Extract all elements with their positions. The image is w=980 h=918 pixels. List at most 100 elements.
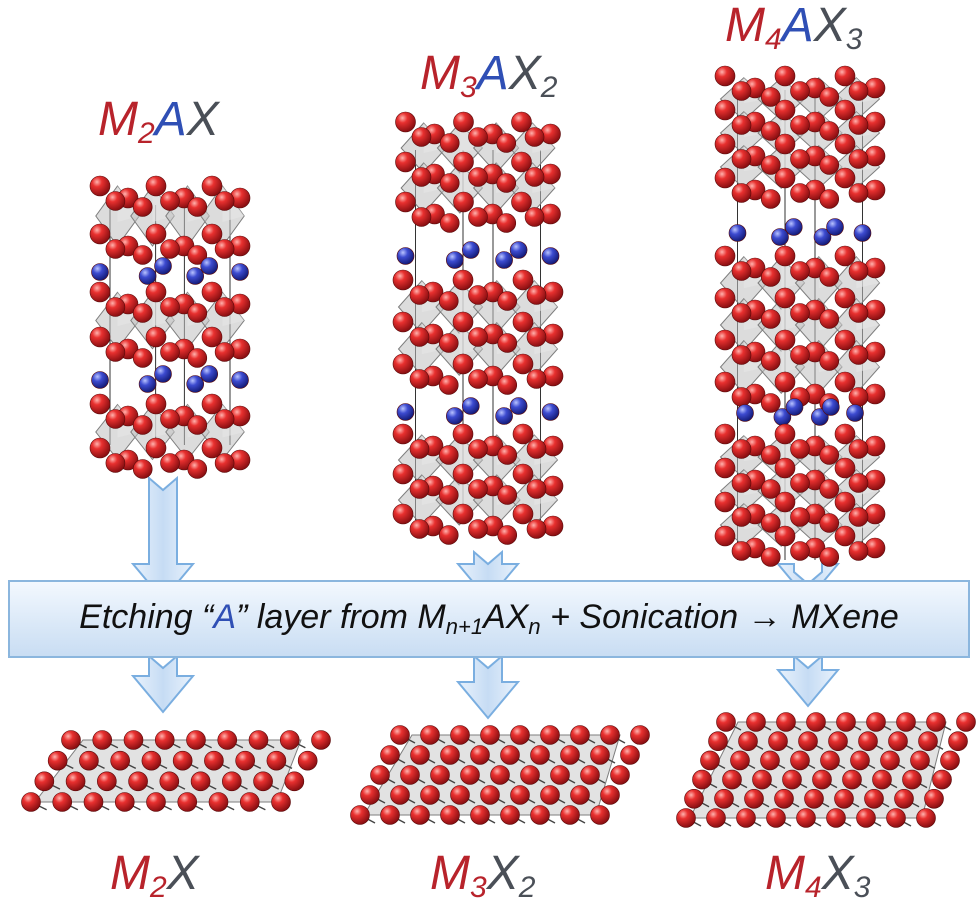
a-atom: [200, 257, 218, 275]
metal-atom: [480, 785, 500, 805]
metal-atom: [271, 792, 291, 812]
metal-atom: [468, 369, 488, 389]
metal-atom: [836, 712, 856, 732]
metal-atom: [452, 503, 474, 525]
metal-atom: [774, 788, 794, 809]
metal-atom: [819, 479, 840, 499]
metal-atom: [752, 769, 772, 790]
metal-atom: [145, 437, 167, 459]
metal-atom: [510, 725, 530, 745]
metal-atom: [123, 730, 144, 750]
a-atom: [509, 397, 528, 415]
metal-atom: [79, 750, 99, 771]
metal-atom: [409, 439, 430, 459]
metal-atom: [145, 393, 167, 415]
metal-atom: [132, 245, 153, 265]
metal-atom: [187, 459, 208, 479]
metal-atom: [731, 439, 752, 459]
metal-atom: [47, 750, 68, 771]
metal-atom: [731, 81, 752, 101]
metal-atom: [438, 291, 459, 311]
metal-atom: [214, 191, 235, 211]
metal-atom: [438, 485, 459, 505]
metal-atom: [105, 409, 126, 429]
metal-atom: [790, 473, 810, 493]
metal-atom: [916, 808, 936, 828]
metal-atom: [864, 469, 886, 491]
metal-atom: [542, 365, 564, 387]
metal-atom: [430, 765, 450, 785]
metal-atom: [61, 730, 81, 750]
metal-atom: [714, 167, 736, 189]
metal-atom: [692, 769, 712, 790]
metal-atom: [438, 445, 459, 465]
metal-atom: [714, 65, 736, 87]
metal-atom: [828, 731, 848, 752]
metal-atom: [864, 788, 884, 809]
metal-atom: [411, 127, 432, 147]
metal-atom: [438, 333, 459, 353]
sheet-m4x3: [676, 712, 976, 828]
metal-atom: [760, 513, 781, 533]
metal-atom: [105, 191, 126, 211]
metal-atom: [89, 393, 111, 415]
metal-atom: [864, 145, 886, 167]
metal-atom: [453, 151, 474, 173]
metal-atom: [774, 65, 796, 87]
metal-atom: [187, 348, 208, 368]
metal-atom: [819, 547, 840, 567]
metal-atom: [400, 765, 420, 785]
metal-atom: [496, 173, 517, 193]
metal-atom: [886, 808, 906, 828]
metal-atom: [676, 808, 696, 828]
metal-atom: [160, 453, 180, 473]
a-atom: [541, 403, 560, 421]
arrow-down-m2ax: [130, 475, 196, 602]
metal-atom: [453, 191, 474, 213]
metal-atom: [214, 239, 235, 259]
metal-atom: [842, 769, 862, 790]
metal-atom: [141, 750, 162, 771]
metal-atom: [560, 805, 580, 825]
metal-atom: [392, 311, 414, 333]
formula-m4x3: M4X3: [765, 847, 871, 904]
a-atom: [810, 408, 829, 426]
metal-atom: [89, 437, 111, 459]
metal-atom: [217, 730, 238, 750]
metal-atom: [731, 387, 752, 407]
metal-atom: [948, 731, 968, 752]
metal-atom: [872, 769, 892, 790]
metal-atom: [866, 712, 886, 732]
arrow-down-m3ax2: [455, 549, 521, 602]
metal-atom: [511, 191, 532, 213]
metal-atom: [500, 745, 520, 765]
structure-m4ax3: [714, 65, 886, 567]
metal-atom: [848, 345, 869, 365]
metal-atom: [714, 457, 736, 479]
a-atom: [736, 404, 754, 422]
metal-atom: [497, 375, 518, 395]
metal-atom: [580, 765, 600, 785]
metal-atom: [266, 750, 287, 771]
metal-atom: [850, 750, 870, 771]
metal-atom: [542, 475, 564, 497]
metal-atom: [774, 133, 796, 155]
metal-atom: [214, 409, 235, 429]
metal-atom: [496, 213, 517, 233]
metal-atom: [834, 167, 856, 189]
a-atom: [846, 404, 864, 422]
metal-atom: [420, 785, 440, 805]
metal-atom: [520, 765, 540, 785]
metal-atom: [160, 239, 180, 259]
metal-atom: [160, 297, 180, 317]
metal-atom: [172, 750, 193, 771]
metal-atom: [128, 771, 148, 792]
metal-atom: [187, 245, 208, 265]
arrow-down-to-m3x2: [455, 653, 521, 720]
formula-m2x: M2X: [110, 847, 199, 904]
metal-atom: [132, 197, 153, 217]
metal-atom: [34, 771, 55, 792]
metal-atom: [774, 491, 796, 513]
